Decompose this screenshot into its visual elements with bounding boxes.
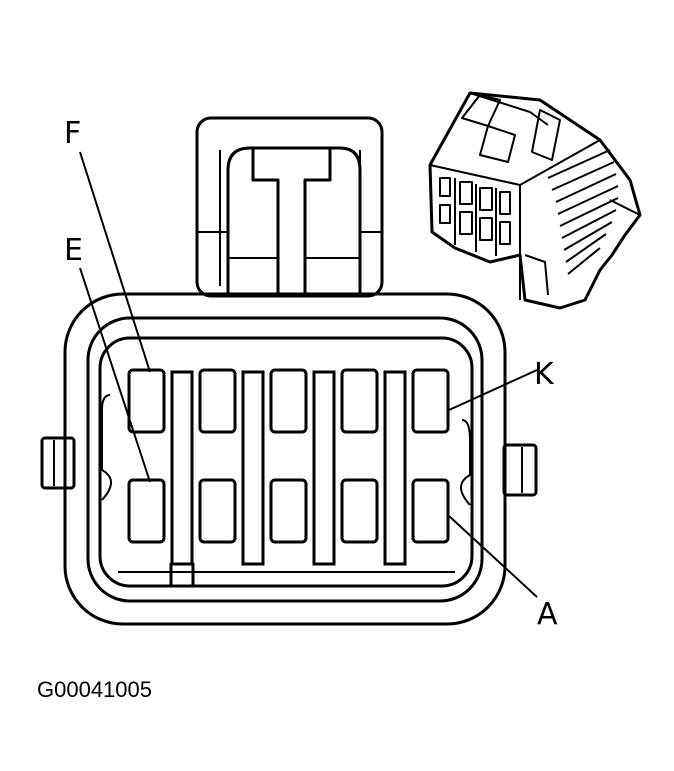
label-k: K: [534, 357, 555, 392]
terminal-c: [269, 478, 308, 544]
terminal-f: [127, 368, 166, 434]
label-f: F: [64, 116, 81, 151]
leader-line-k: [448, 369, 538, 411]
label-e: E: [64, 233, 83, 268]
terminal-row-top: [127, 368, 450, 434]
locking-latch: [195, 116, 384, 298]
leader-line-a: [448, 515, 538, 598]
terminal-e: [127, 478, 166, 544]
side-ear-left: [40, 436, 76, 490]
leader-lines: [79, 151, 538, 598]
leader-line-f: [79, 151, 151, 373]
connector-housing: [63, 292, 507, 626]
terminal-b: [340, 478, 379, 544]
terminal-h: [269, 368, 308, 434]
figure-code: G00041005: [37, 677, 152, 702]
terminal-a: [411, 478, 450, 544]
terminal-row-bottom: [127, 478, 450, 544]
terminal-g: [198, 368, 237, 434]
connector-3d-inset: [428, 91, 642, 310]
separator-ribs: [170, 370, 407, 566]
terminal-j: [340, 368, 379, 434]
terminal-d: [198, 478, 237, 544]
leader-line-e: [79, 267, 151, 483]
label-a: A: [537, 597, 558, 632]
side-ear-right: [502, 443, 538, 497]
terminal-k: [411, 368, 450, 434]
